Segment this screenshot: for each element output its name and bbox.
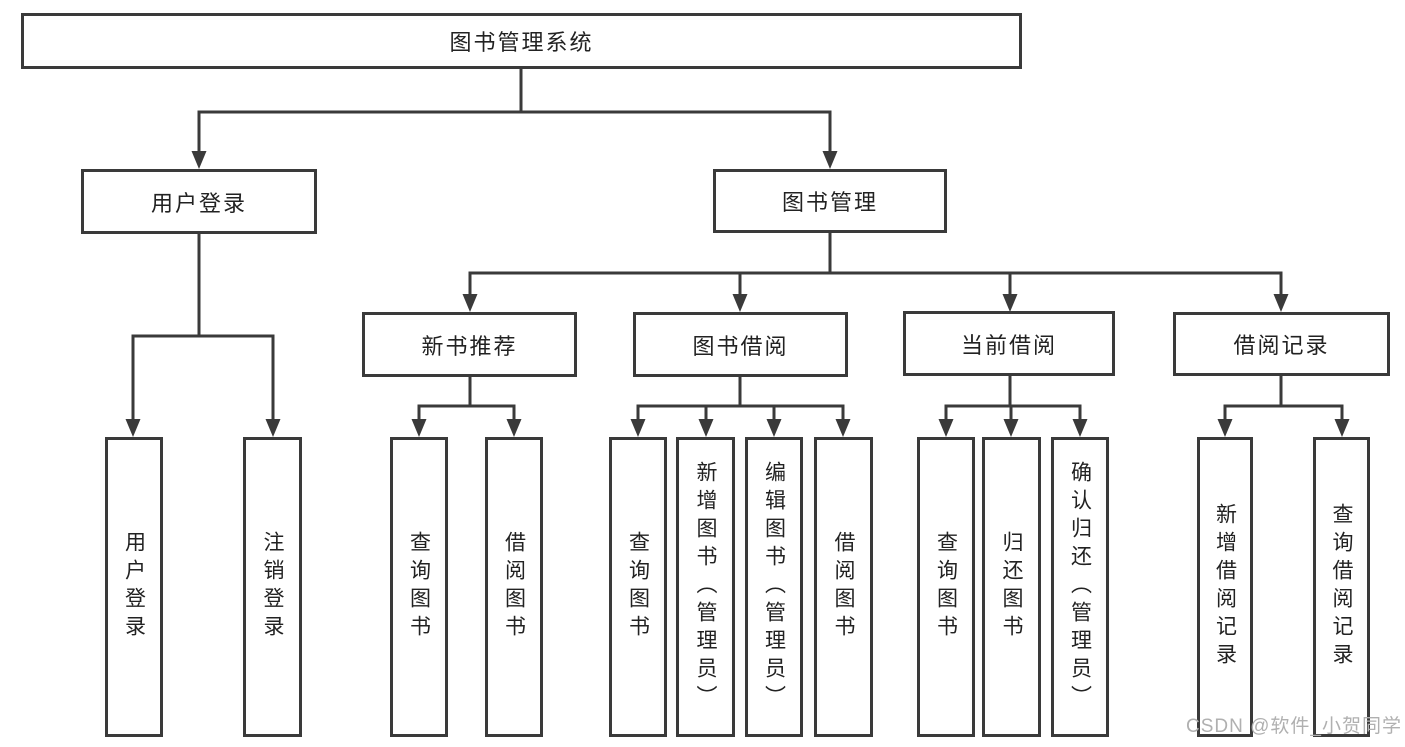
leaf-query-borrow-record: 查询借阅记录 [1313, 437, 1370, 737]
csdn-watermark: CSDN @软件_小贺同学 [1186, 716, 1402, 737]
node-label: 图书管理系统 [449, 30, 594, 55]
node-user-login: 用户登录 [81, 169, 317, 234]
leaf-label: 新增图书（管理员） [694, 461, 717, 713]
node-library-management-system: 图书管理系统 [21, 13, 1022, 69]
leaf-return-books: 归还图书 [982, 437, 1041, 737]
leaf-label: 注销登录 [261, 531, 284, 643]
leaf-borrow-books-borrowing: 借阅图书 [814, 437, 873, 737]
leaf-label: 查询图书 [407, 531, 431, 643]
leaf-edit-book-admin: 编辑图书（管理员） [745, 437, 803, 737]
connector-paths [131, 67, 1344, 422]
leaf-confirm-return-admin: 确认归还（管理员） [1051, 437, 1109, 737]
node-new-book-recommendation: 新书推荐 [362, 312, 577, 377]
leaf-label: 新增借阅记录 [1213, 503, 1237, 671]
node-label: 新书推荐 [421, 333, 518, 359]
leaf-logout: 注销登录 [243, 437, 302, 737]
leaf-label: 编辑图书（管理员） [762, 461, 786, 713]
node-current-borrowing: 当前借阅 [903, 311, 1115, 376]
leaf-query-books-borrowing: 查询图书 [609, 437, 667, 737]
leaf-label: 借阅图书 [502, 531, 526, 643]
leaf-label: 归还图书 [1000, 531, 1023, 643]
leaf-label: 借阅图书 [832, 531, 855, 643]
node-borrowing-records: 借阅记录 [1173, 312, 1390, 376]
node-label: 图书管理 [781, 190, 878, 215]
leaf-add-borrow-record: 新增借阅记录 [1197, 437, 1253, 737]
leaf-label: 用户登录 [122, 531, 146, 643]
leaf-label: 确认归还（管理员） [1068, 461, 1092, 713]
leaf-query-books-current: 查询图书 [917, 437, 975, 737]
node-label: 借阅记录 [1233, 333, 1330, 358]
node-book-management: 图书管理 [713, 169, 947, 233]
node-label: 用户登录 [150, 190, 247, 216]
node-label: 当前借阅 [960, 332, 1057, 358]
arrowheads [125, 151, 1350, 437]
node-book-borrowing: 图书借阅 [633, 312, 848, 377]
leaf-label: 查询图书 [626, 531, 650, 643]
leaf-user-login: 用户登录 [105, 437, 163, 737]
leaf-borrow-books-recommend: 借阅图书 [485, 437, 543, 737]
leaf-add-book-admin: 新增图书（管理员） [676, 437, 735, 737]
leaf-query-books-recommend: 查询图书 [390, 437, 448, 737]
leaf-label: 查询借阅记录 [1330, 503, 1353, 671]
node-label: 图书借阅 [692, 333, 789, 359]
leaf-label: 查询图书 [934, 531, 958, 643]
